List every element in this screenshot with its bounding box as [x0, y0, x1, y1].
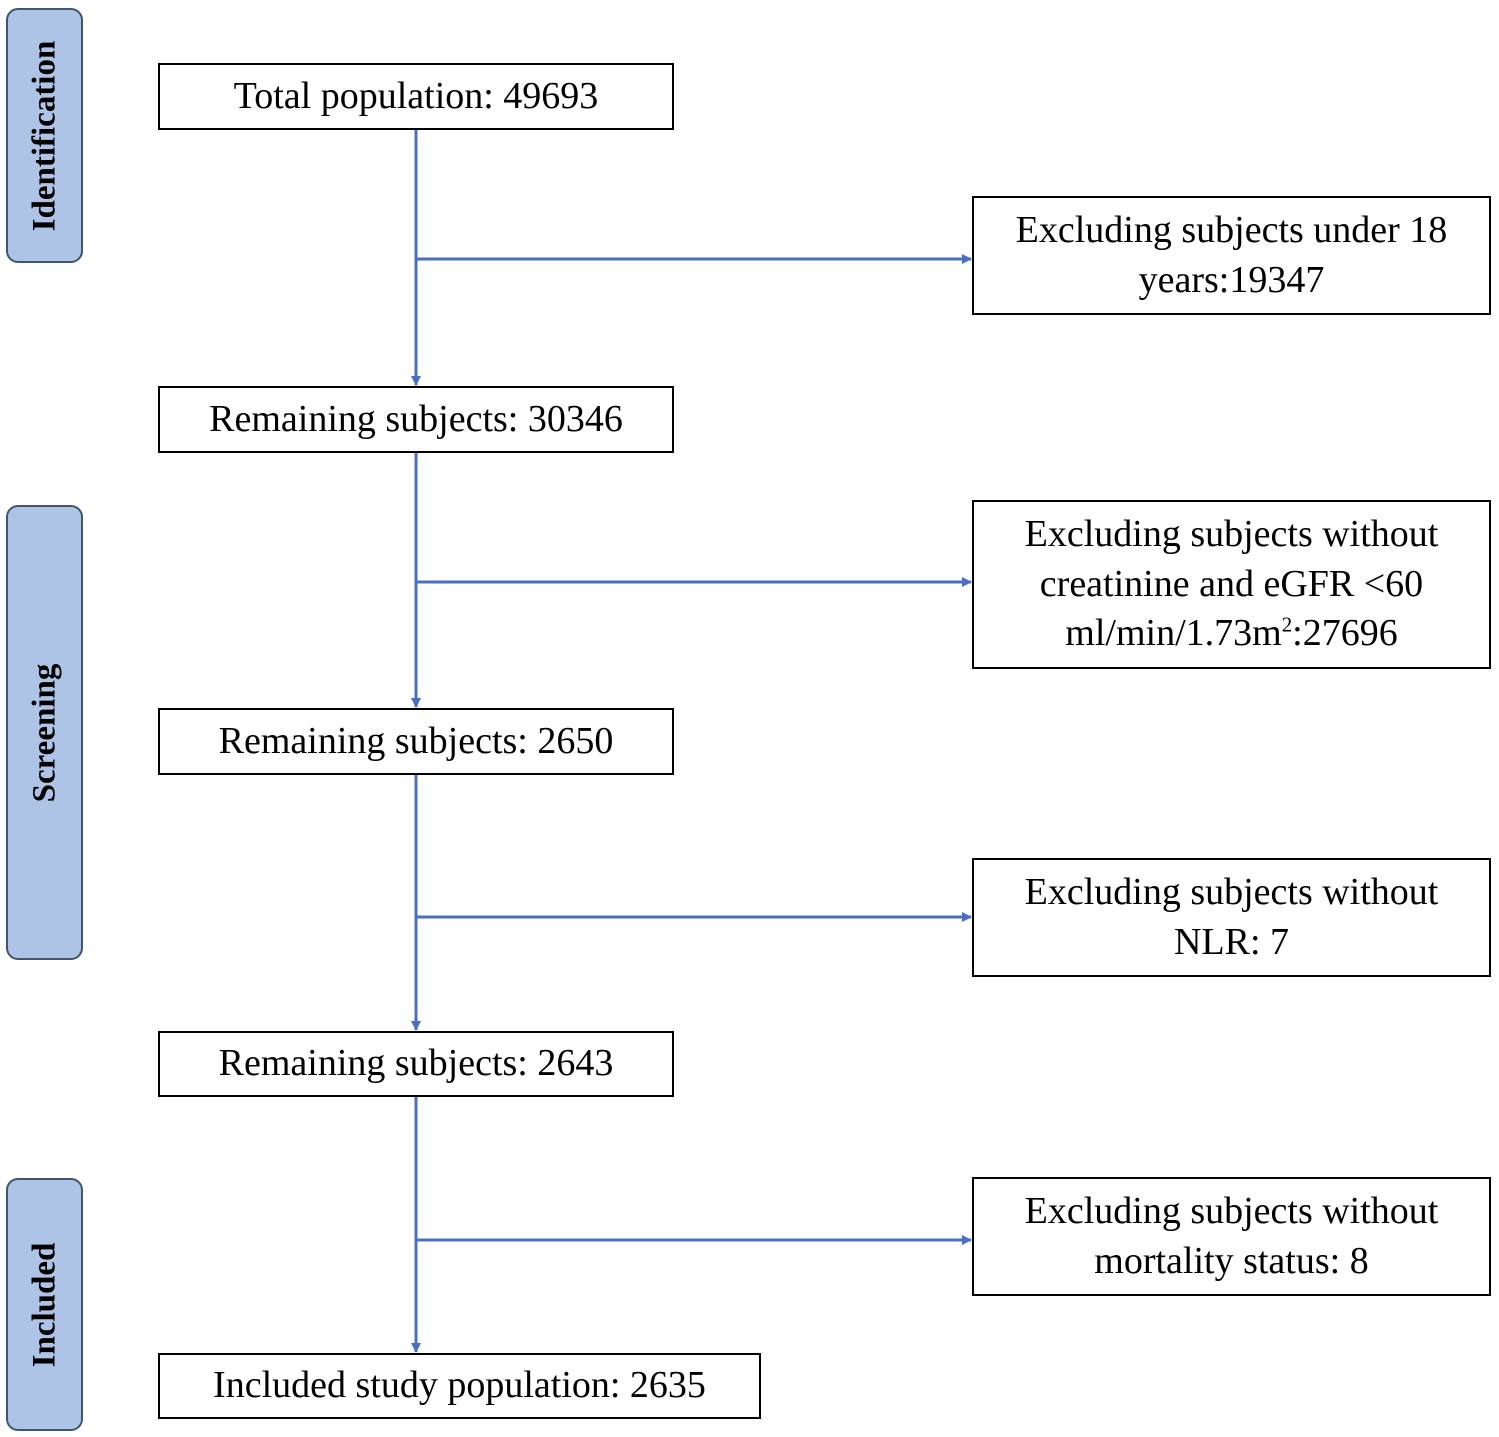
exclusion-creatinine-line2: creatinine and eGFR <60	[1039, 562, 1424, 605]
total-population-text: Total population: 49693	[233, 74, 599, 117]
phase-included-label: Included	[26, 1242, 62, 1367]
exclusion-creatinine-count: :27696	[1292, 612, 1398, 655]
remaining-subjects-box-2: Remaining subjects: 2650	[158, 708, 674, 775]
phase-screening: Screening	[6, 505, 83, 960]
exclusion-box-mortality: Excluding subjects without mortality sta…	[972, 1177, 1491, 1296]
exclusion-nlr-line2: NLR: 7	[1173, 920, 1290, 963]
remaining-subjects-text-2: Remaining subjects: 2650	[218, 719, 614, 762]
exclusion-creatinine-superscript: 2	[1281, 612, 1293, 637]
remaining-subjects-box-3: Remaining subjects: 2643	[158, 1031, 674, 1097]
included-population-text: Included study population: 2635	[213, 1364, 706, 1407]
exclusion-box-creatinine: Excluding subjects without creatinine an…	[972, 500, 1491, 669]
exclusion-creatinine-unit: ml/min/1.73m	[1065, 612, 1282, 655]
exclusion-creatinine-line1: Excluding subjects without	[1024, 513, 1439, 556]
phase-included: Included	[6, 1178, 83, 1431]
exclusion-mortality-line2: mortality status: 8	[1094, 1239, 1369, 1282]
exclusion-age-line1: Excluding subjects under 18	[1015, 209, 1448, 252]
exclusion-box-nlr: Excluding subjects without NLR: 7	[972, 858, 1491, 977]
total-population-box: Total population: 49693	[158, 63, 674, 130]
exclusion-creatinine-line3: ml/min/1.73m2:27696	[1065, 609, 1397, 658]
phase-screening-label: Screening	[26, 663, 62, 802]
exclusion-nlr-line1: Excluding subjects without	[1024, 871, 1439, 914]
exclusion-mortality-line1: Excluding subjects without	[1024, 1190, 1439, 1233]
remaining-subjects-text-3: Remaining subjects: 2643	[218, 1042, 614, 1085]
exclusion-box-age: Excluding subjects under 18 years:19347	[972, 196, 1491, 315]
phase-identification: Identification	[6, 8, 83, 263]
phase-identification-label: Identification	[26, 40, 62, 231]
remaining-subjects-text-1: Remaining subjects: 30346	[209, 397, 623, 440]
included-population-box: Included study population: 2635	[158, 1353, 761, 1419]
exclusion-age-line2: years:19347	[1138, 258, 1325, 301]
remaining-subjects-box-1: Remaining subjects: 30346	[158, 386, 674, 453]
